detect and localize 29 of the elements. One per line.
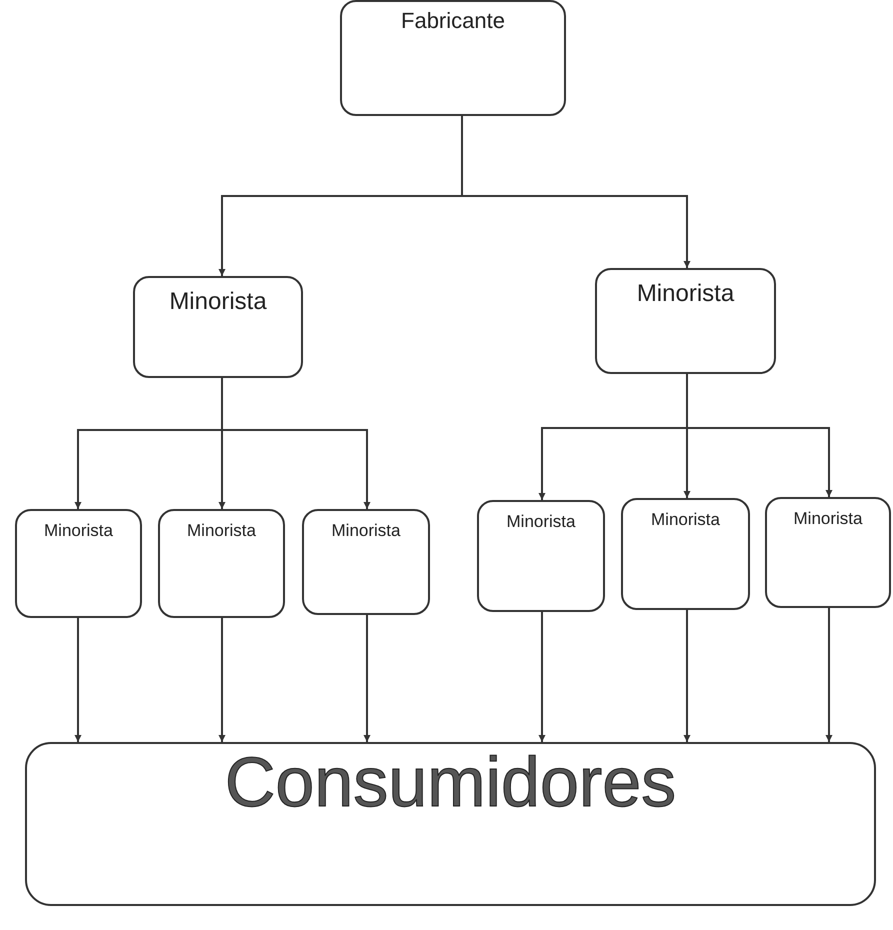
arrow bbox=[364, 615, 370, 742]
arrow bbox=[218, 618, 226, 742]
target-box bbox=[25, 742, 876, 906]
node-label: Minorista bbox=[43, 521, 114, 541]
arrow bbox=[538, 612, 546, 742]
process-box bbox=[302, 509, 430, 615]
process-box bbox=[133, 276, 303, 378]
node-label: Minorista bbox=[506, 512, 576, 532]
process-box bbox=[158, 509, 285, 618]
process-box bbox=[340, 0, 566, 116]
arrow bbox=[826, 608, 832, 742]
node-label: Minorista bbox=[650, 510, 721, 530]
node-label: Minorista bbox=[186, 521, 257, 541]
arrow bbox=[221, 378, 370, 509]
process-box bbox=[477, 500, 605, 612]
node-label: Minorista bbox=[168, 288, 268, 316]
node-label: Minorista bbox=[330, 521, 402, 541]
arrow bbox=[684, 610, 690, 742]
node-label: Fabricante bbox=[400, 8, 506, 34]
process-box bbox=[621, 498, 750, 610]
node-label: Minorista bbox=[636, 280, 736, 308]
arrow bbox=[74, 618, 82, 742]
node-label: Minorista bbox=[792, 509, 864, 529]
node-label: Consumidores bbox=[224, 744, 678, 821]
process-box bbox=[15, 509, 142, 618]
arrow bbox=[686, 374, 832, 497]
arrow bbox=[461, 116, 690, 268]
process-box bbox=[595, 268, 776, 374]
process-box bbox=[765, 497, 891, 608]
